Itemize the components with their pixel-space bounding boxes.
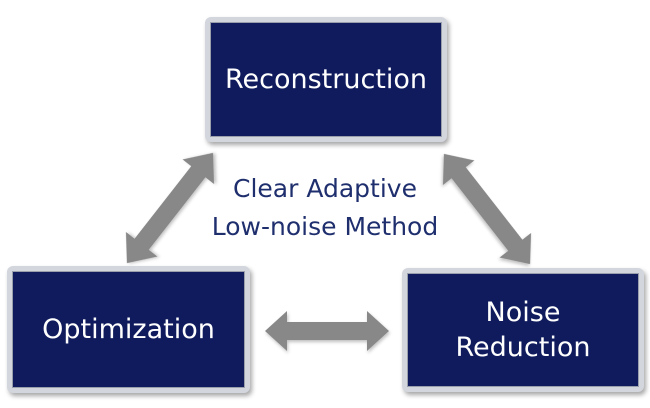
node-optimization-label: Optimization: [42, 313, 215, 345]
arrow-reconstruction-noise-reduction: [442, 153, 532, 265]
center-title-line1: Clear Adaptive: [233, 174, 417, 203]
center-title-line2: Low-noise Method: [211, 212, 439, 241]
node-reconstruction-label: Reconstruction: [224, 63, 428, 95]
node-noise-reduction: Noise Reduction: [402, 268, 644, 392]
center-title: Clear Adaptive Low-noise Method: [170, 170, 480, 246]
arrow-optimization-noise-reduction: [265, 311, 389, 351]
node-noise-reduction-label: Noise Reduction: [455, 296, 591, 363]
node-reconstruction: Reconstruction: [205, 17, 447, 142]
node-optimization: Optimization: [7, 266, 250, 393]
arrow-reconstruction-optimization: [125, 152, 215, 264]
